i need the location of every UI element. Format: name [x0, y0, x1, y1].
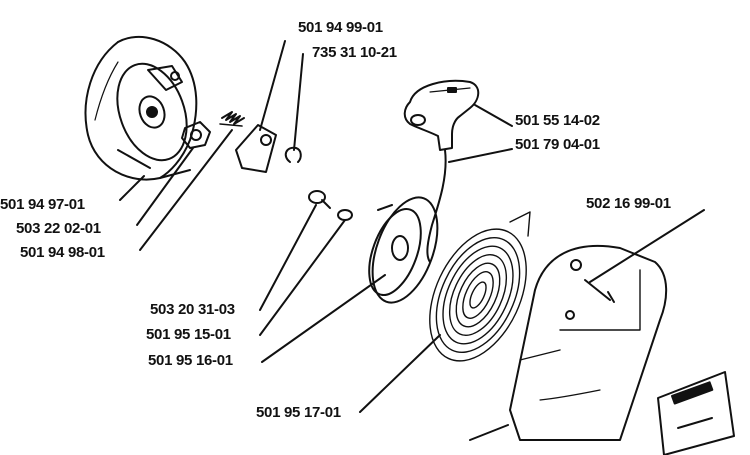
- leader-line-502-16-99-01: [589, 209, 705, 283]
- starter-cover-part: [509, 244, 668, 441]
- nut-part: [181, 121, 211, 149]
- part-number-label: 501 94 99-01: [298, 19, 383, 36]
- handle-part: [403, 79, 480, 151]
- leader-line-503-22-02-01: [136, 147, 194, 226]
- part-number-label: 501 55 14-02: [515, 112, 600, 129]
- leader-line-501-94-98-01: [139, 129, 233, 251]
- part-number-label: 502 16 99-01: [586, 195, 671, 212]
- cord-part: [426, 149, 447, 263]
- part-number-label: 501 95 17-01: [256, 404, 341, 421]
- leader-line-cover: [469, 424, 509, 441]
- leader-line-735-31-10-21: [293, 53, 304, 151]
- flywheel-part: [84, 35, 198, 181]
- leader-line-501-95-15-01: [259, 219, 346, 336]
- part-number-label: 735 31 10-21: [312, 44, 397, 61]
- leader-line-501-95-16-01: [261, 274, 386, 363]
- recoil-spring-part: [429, 211, 531, 362]
- leader-line-503-20-31-03: [259, 204, 317, 311]
- screw-part: [308, 190, 331, 209]
- part-number-label: 503 22 02-01: [16, 220, 101, 237]
- spring-part: [219, 111, 245, 127]
- part-number-label: 501 79 04-01: [515, 136, 600, 153]
- washer-part: [337, 209, 353, 221]
- pulley-part: [368, 196, 439, 304]
- leader-line-501-95-17-01: [359, 334, 441, 413]
- part-number-label: 503 20 31-03: [150, 301, 235, 318]
- leader-line-501-79-04-01: [448, 148, 513, 163]
- pawl-part: [235, 124, 277, 173]
- leader-line-501-55-14-02: [474, 104, 513, 127]
- circlip-part: [284, 146, 302, 163]
- decal-part: [657, 371, 735, 455]
- part-number-label: 501 95 15-01: [146, 326, 231, 343]
- part-number-label: 501 95 16-01: [148, 352, 233, 369]
- part-number-label: 501 94 97-01: [0, 196, 85, 213]
- part-number-label: 501 94 98-01: [20, 244, 105, 261]
- leader-line-501-94-97-01: [119, 175, 145, 201]
- leader-line-501-94-99-01: [259, 40, 286, 131]
